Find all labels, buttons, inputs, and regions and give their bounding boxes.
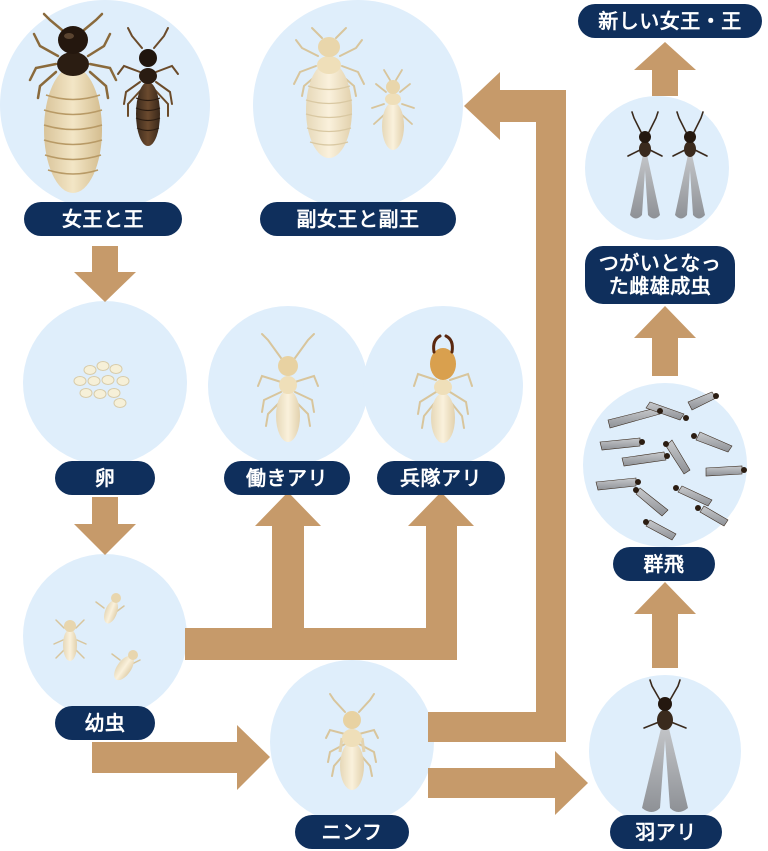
arrow-swarming-to-mated [634,306,696,376]
label-nymph: ニンフ [295,815,409,849]
label-winged: 羽アリ [610,815,722,849]
label-queen-king: 女王と王 [24,202,182,236]
sub-queen-king-termites-illustration [293,27,415,158]
mated-winged-pair-illustration [627,111,708,219]
arrow-mated-to-new-queen [634,42,696,96]
arrow-nymph-to-winged [428,751,588,815]
eggs-illustration [73,361,130,408]
label-new-queen-king: 新しい女王・王 [578,4,762,38]
label-sub-queen-king: 副女王と副王 [260,202,456,236]
label-mated-pair: つがいとなった雌雄成虫 [585,246,735,304]
arrow-nymph-to-sub-queen [428,72,566,742]
arrow-winged-to-swarming [634,582,696,668]
label-larva: 幼虫 [55,706,155,740]
mated-pair-circle [585,96,729,240]
worker-termite-illustration [257,333,319,442]
arrow-larva-to-worker-soldier [185,492,474,660]
nymph-illustration [325,693,379,790]
winged-termite-illustration [642,679,688,812]
arrow-queen-to-egg [74,246,136,302]
larvae-illustration [53,593,141,681]
sub-queen-king-circle [253,0,463,210]
winged-circle [589,675,741,827]
arrow-larva-to-nymph [92,725,270,790]
swarming-termites-illustration [595,391,747,541]
queen-king-termites-illustration [28,12,179,193]
arrow-egg-to-larva [74,497,136,555]
label-worker: 働きアリ [224,461,350,495]
label-soldier: 兵隊アリ [377,461,505,495]
larva-circle [23,554,187,718]
queen-king-circle [0,0,210,210]
label-swarming: 群飛 [613,547,715,581]
label-egg: 卵 [55,461,155,495]
soldier-termite-illustration [413,334,473,443]
